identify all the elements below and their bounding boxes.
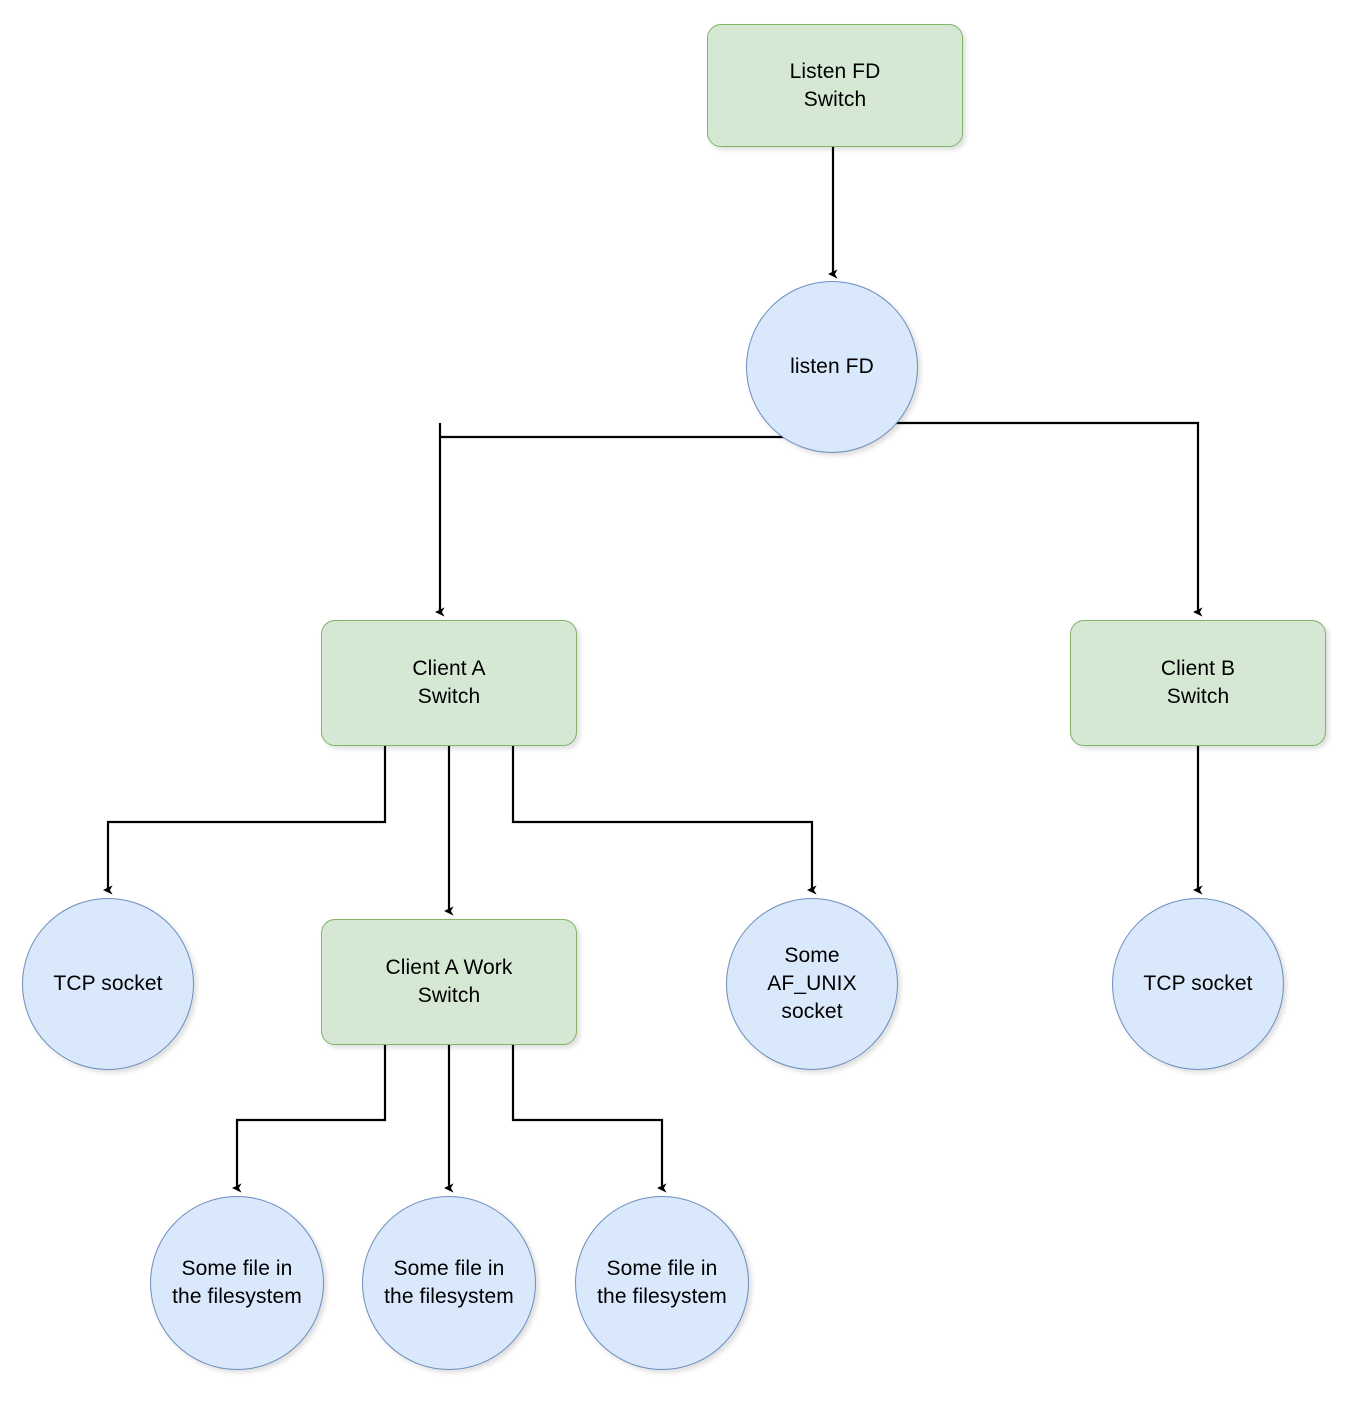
node-label-tcp-socket-b: TCP socket [1143,972,1253,996]
node-client-b-switch[interactable]: Client B Switch [1070,620,1326,746]
node-label-af-unix-socket: Some AF_UNIX socket [767,944,857,1023]
node-label-listen-fd: listen FD [790,355,874,379]
node-file-3[interactable]: Some file in the filesystem [575,1196,749,1370]
node-file-2[interactable]: Some file in the filesystem [362,1196,536,1370]
edge-client-a-work-switch-to-file-1 [232,1045,387,1193]
node-label-file-1: Some file in the filesystem [172,1257,302,1308]
node-label-file-3: Some file in the filesystem [597,1257,727,1308]
edge-listen-fd-to-client-b-switch [833,421,1203,617]
node-label-tcp-socket-a: TCP socket [53,972,163,996]
node-label-client-a-switch: Client A Switch [412,657,486,708]
node-tcp-socket-b[interactable]: TCP socket [1112,898,1284,1070]
node-tcp-socket-a[interactable]: TCP socket [22,898,194,1070]
edge-client-a-work-switch-to-file-3 [511,1045,667,1193]
node-listen-fd[interactable]: listen FD [746,281,918,453]
node-label-listen-fd-switch: Listen FD Switch [789,59,881,111]
node-listen-fd-switch[interactable]: Listen FD Switch [707,24,963,147]
edge-client-a-switch-to-af-unix-socket [511,746,817,895]
node-client-a-switch[interactable]: Client A Switch [321,620,577,746]
node-file-1[interactable]: Some file in the filesystem [150,1196,324,1370]
edge-client-a-switch-to-tcp-socket-a [103,746,387,895]
node-client-a-work-switch[interactable]: Client A Work Switch [321,919,577,1045]
node-af-unix-socket[interactable]: Some AF_UNIX socket [726,898,898,1070]
node-label-file-2: Some file in the filesystem [384,1257,514,1308]
node-label-client-a-work-switch: Client A Work Switch [385,956,513,1007]
edges-group [103,147,1203,1193]
edge-listen-fd-to-client-a-switch [435,423,833,617]
node-label-client-b-switch: Client B Switch [1160,657,1236,708]
